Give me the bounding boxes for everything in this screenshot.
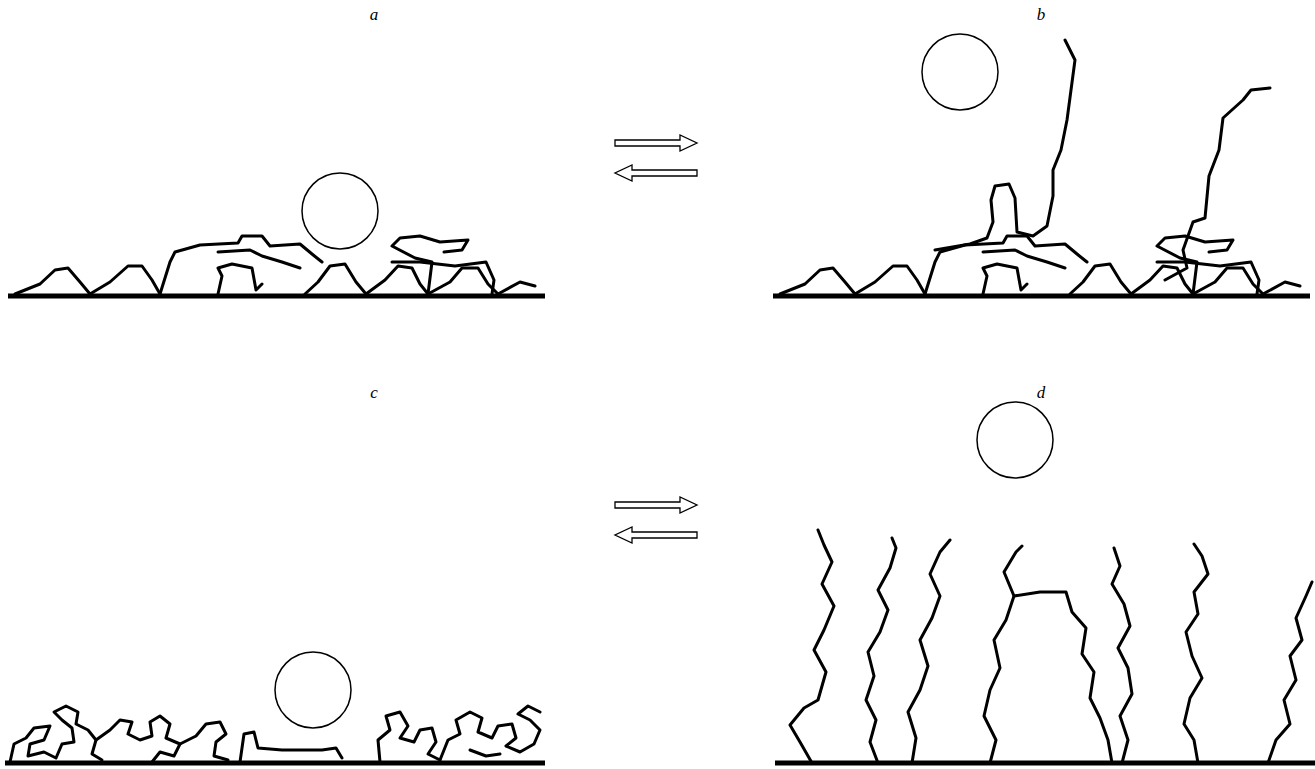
particle-circle (302, 173, 378, 249)
panel-letter: b (1037, 6, 1046, 23)
extended-chain (1165, 88, 1270, 280)
forward-arrow (615, 497, 697, 513)
collapsed-chains (780, 236, 1300, 294)
particle-circle (977, 402, 1053, 478)
panel-letter: c (370, 384, 378, 401)
forward-arrow (615, 135, 697, 151)
reverse-arrow (615, 165, 697, 181)
substrate-line (775, 761, 1315, 766)
collapsed-chains (15, 236, 535, 294)
particle-circle (922, 34, 998, 110)
panel-c-illustration (5, 652, 545, 763)
substrate-line (5, 761, 545, 766)
particle-circle (275, 652, 351, 728)
panel-a-illustration (8, 173, 545, 296)
panel-d-illustration (775, 402, 1315, 763)
panel-letter: a (370, 6, 379, 23)
panel-b-illustration (773, 34, 1310, 296)
reverse-arrow (615, 527, 697, 543)
panel-letter: d (1037, 384, 1046, 401)
